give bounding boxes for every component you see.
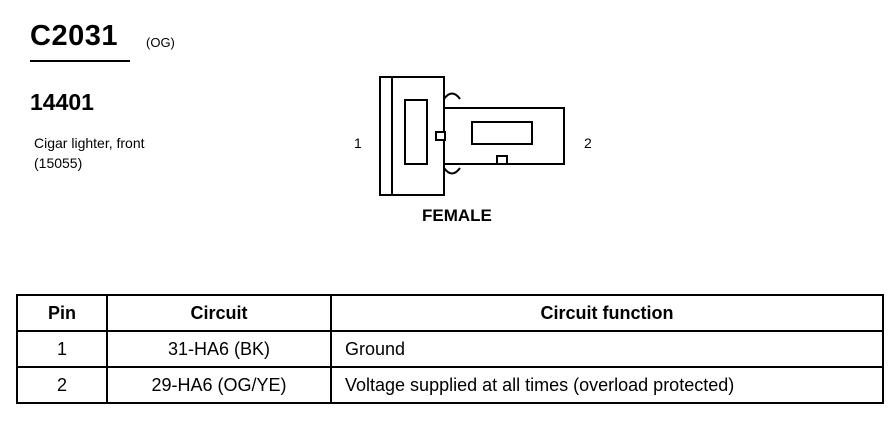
cell-pin: 1	[16, 330, 108, 368]
center-key	[435, 131, 446, 141]
cell-function: Ground	[330, 330, 884, 368]
component-description: Cigar lighter, front	[34, 135, 145, 151]
cell-function: Voltage supplied at all times (overload …	[330, 366, 884, 404]
table-row: 1 31-HA6 (BK) Ground	[16, 330, 884, 368]
table-header-row: Pin Circuit Circuit function	[16, 294, 884, 332]
title-underline	[30, 60, 130, 62]
cell-circuit: 29-HA6 (OG/YE)	[106, 366, 332, 404]
header-pin: Pin	[16, 294, 108, 332]
pin-table: Pin Circuit Circuit function 1 31-HA6 (B…	[16, 294, 884, 404]
pin-2-cavity	[471, 121, 533, 145]
component-reference: (15055)	[34, 155, 83, 171]
pin-2-label: 2	[584, 135, 592, 151]
header-circuit: Circuit	[106, 294, 332, 332]
connector-housing-left	[379, 76, 445, 196]
cell-circuit: 31-HA6 (BK)	[106, 330, 332, 368]
latch-bottom	[443, 167, 461, 175]
connector-face-drawing	[379, 76, 565, 196]
bottom-notch	[496, 155, 508, 165]
connector-gender-label: FEMALE	[422, 206, 492, 225]
pin-1-cavity	[404, 99, 428, 165]
table-row: 2 29-HA6 (OG/YE) Voltage supplied at all…	[16, 366, 884, 404]
part-number: 14401	[30, 89, 94, 115]
connector-id: C2031	[30, 20, 118, 52]
header-circuit-function: Circuit function	[330, 294, 884, 332]
pin-1-label: 1	[354, 135, 362, 151]
latch-top	[443, 92, 461, 100]
cell-pin: 2	[16, 366, 108, 404]
color-code: (OG)	[146, 35, 175, 50]
